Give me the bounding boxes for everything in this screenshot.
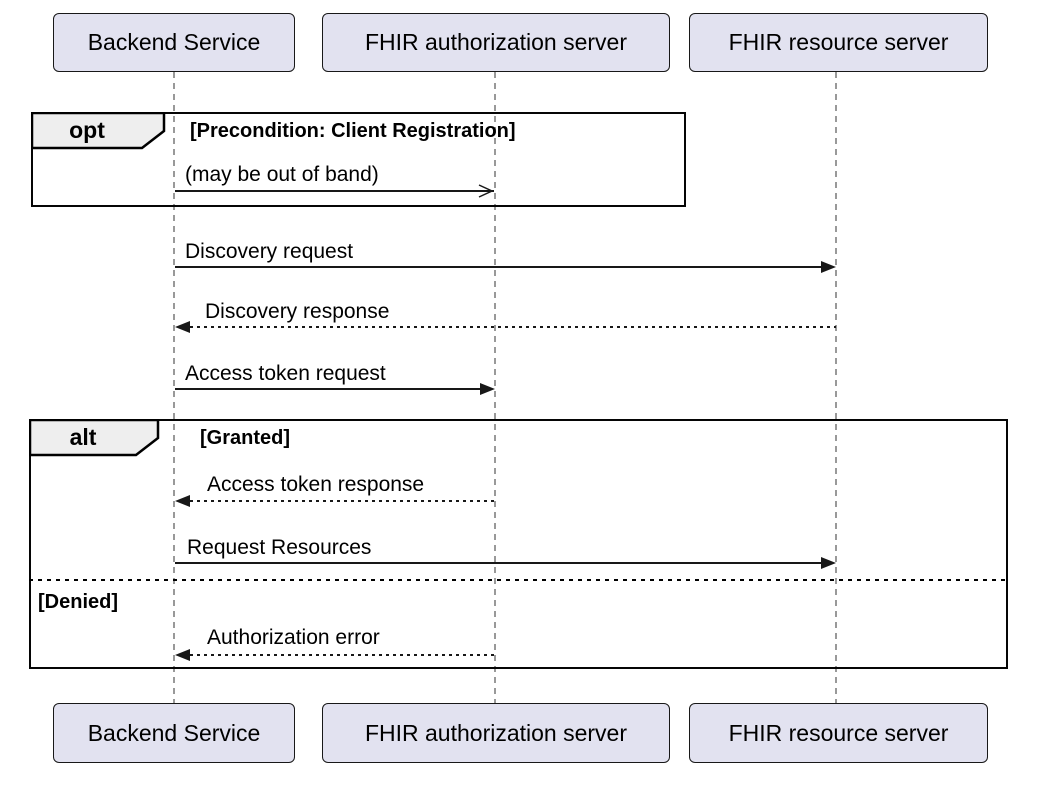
fragment-opt-pentagon [31,112,166,150]
guard-denied: [Denied] [38,591,118,613]
arrow-line-access-token-request [175,388,481,390]
guard-precondition-client-registration: [Precondition: Client Registration] [190,120,516,142]
arrow-line-request-resources [175,562,822,564]
open-arrowhead-icon [478,184,494,198]
participant-label: FHIR authorization server [364,719,628,746]
filled-arrowhead-icon [480,383,495,395]
message-label-access-token-response: Access token response [207,473,425,496]
participant-fhir-authorization-server-top: FHIR authorization server [322,13,670,72]
arrow-line-access-token-response [190,500,495,502]
arrow-line-authorization-error [190,654,495,656]
fragment-opt [31,112,686,207]
participant-fhir-resource-server-top: FHIR resource server [689,13,988,72]
filled-arrowhead-icon [821,261,836,273]
arrow-line-discovery-request [175,266,822,268]
participant-label: FHIR resource server [728,719,949,746]
filled-arrowhead-icon [175,495,190,507]
participant-fhir-resource-server-bottom: FHIR resource server [689,703,988,763]
message-label-discovery-response: Discovery response [205,300,390,323]
message-label-may-be-out-of-band: (may be out of band) [185,163,379,186]
filled-arrowhead-icon [175,649,190,661]
filled-arrowhead-icon [175,321,190,333]
fragment-alt-operator: alt [69,424,97,450]
participant-backend-service-bottom: Backend Service [53,703,295,763]
message-label-discovery-request: Discovery request [185,240,354,263]
alt-divider [29,579,1008,581]
participant-label: Backend Service [87,29,261,55]
participant-label: FHIR resource server [728,29,949,55]
message-label-authorization-error: Authorization error [207,626,380,649]
fragment-opt-operator: opt [69,117,105,143]
guard-granted: [Granted] [200,427,290,449]
arrow-line-may-be-out-of-band [175,190,494,192]
participant-fhir-authorization-server-bottom: FHIR authorization server [322,703,670,763]
lifeline-fhir-resource-server [835,72,837,703]
fragment-alt-pentagon [29,419,160,457]
participant-backend-service-top: Backend Service [53,13,295,72]
message-label-request-resources: Request Resources [187,536,372,559]
message-label-access-token-request: Access token request [185,362,386,385]
lifeline-fhir-authorization-server [494,72,496,703]
arrow-line-discovery-response [190,326,836,328]
participant-label: FHIR authorization server [364,29,628,55]
filled-arrowhead-icon [821,557,836,569]
fragment-alt [29,419,1008,669]
participant-label: Backend Service [87,719,261,746]
lifeline-backend-service [173,72,175,703]
